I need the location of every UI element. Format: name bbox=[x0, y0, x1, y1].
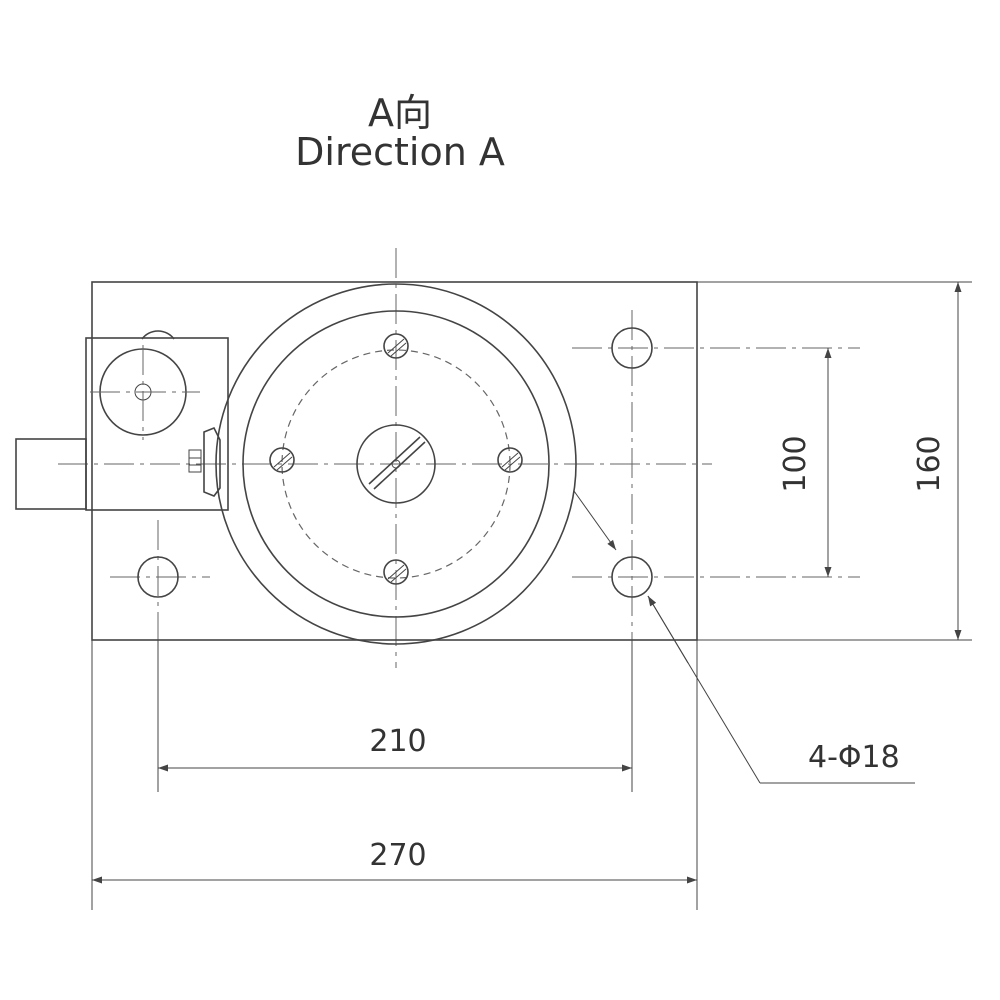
flange-bolts bbox=[269, 333, 523, 585]
dim-overall-height: 160 bbox=[912, 435, 947, 492]
view-title-english: Direction A bbox=[295, 130, 505, 174]
flange-clamp bbox=[188, 426, 221, 497]
main-flange bbox=[215, 283, 577, 645]
junction-box bbox=[85, 337, 229, 511]
center-lines bbox=[58, 248, 860, 668]
hole-callout-label: 4-Φ18 bbox=[808, 740, 900, 775]
dim-hole-spacing-x: 210 bbox=[369, 724, 426, 759]
dimension-lines bbox=[92, 282, 962, 884]
cable-gland bbox=[15, 438, 87, 510]
base-plate bbox=[91, 281, 698, 641]
mounting-holes bbox=[137, 327, 653, 598]
extension-lines bbox=[91, 281, 972, 910]
view-title-chinese: A向 bbox=[368, 91, 432, 135]
hole-leader bbox=[573, 490, 915, 784]
dim-hole-spacing-y: 100 bbox=[778, 435, 813, 492]
dim-overall-width: 270 bbox=[369, 838, 426, 873]
